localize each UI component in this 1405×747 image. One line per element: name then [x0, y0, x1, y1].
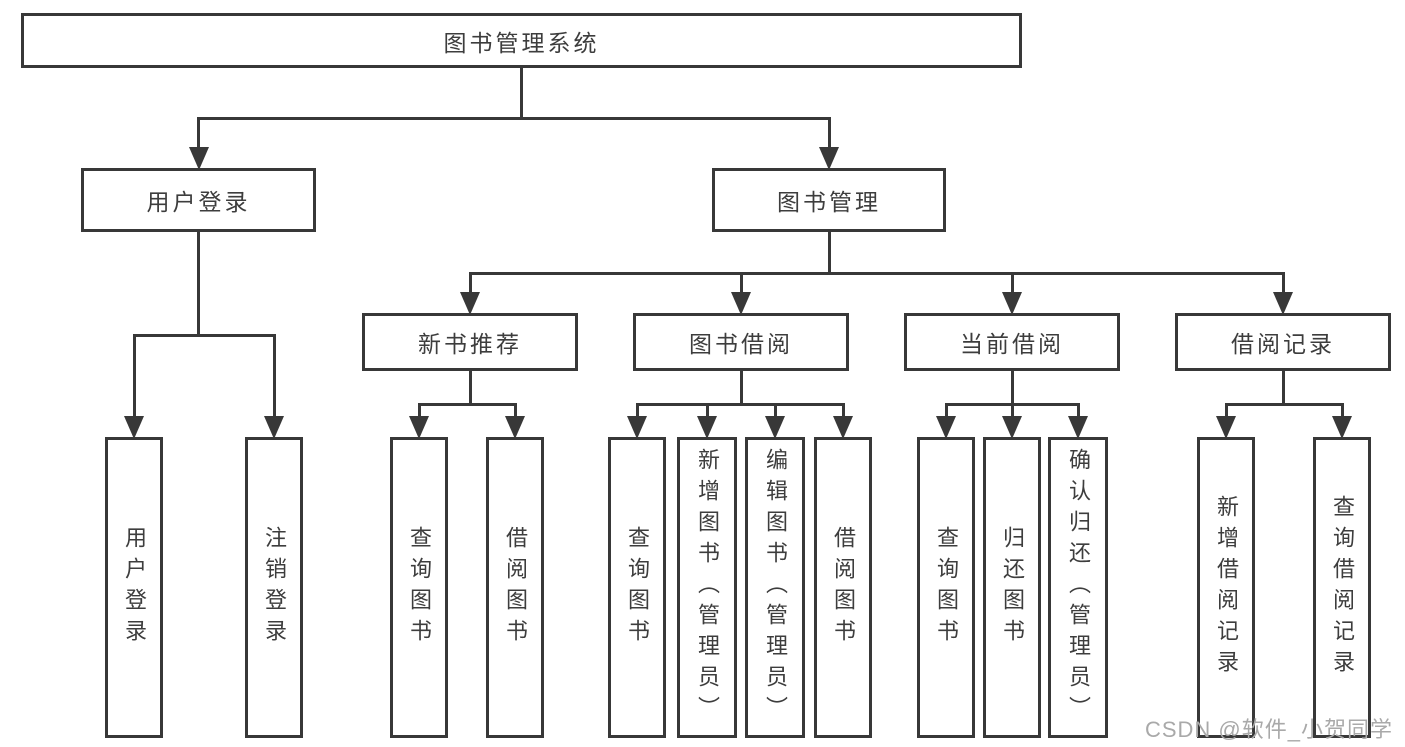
- node-nr-borrow: 借阅图书: [486, 437, 544, 738]
- arrowhead: [1068, 416, 1088, 439]
- node-cb-confirm: 确认归还（管理员）: [1048, 437, 1108, 738]
- node-label-br-add: 新增借阅记录: [1214, 494, 1239, 681]
- node-label-logout: 注销登录: [262, 525, 287, 650]
- arrowhead: [505, 416, 525, 439]
- node-label-book-borrow: 图书借阅: [689, 331, 793, 357]
- node-label-book-mgmt: 图书管理: [777, 189, 881, 215]
- node-label-nr-query: 查询图书: [407, 525, 432, 650]
- node-label-cb-confirm: 确认归还（管理员）: [1066, 448, 1091, 727]
- connector-line: [468, 371, 472, 404]
- node-label-login: 用户登录: [122, 525, 147, 650]
- connector-line: [739, 273, 743, 309]
- arrowhead: [409, 416, 429, 439]
- node-current-borrow: 当前借阅: [904, 313, 1120, 371]
- node-label-borrow-records: 借阅记录: [1231, 331, 1335, 357]
- node-label-bb-add: 新增图书（管理员）: [695, 448, 720, 727]
- connector-line: [1281, 273, 1285, 309]
- arrowhead: [627, 416, 647, 439]
- node-login: 用户登录: [105, 437, 163, 738]
- node-label-nr-borrow: 借阅图书: [503, 525, 528, 650]
- connector-line: [1010, 371, 1014, 404]
- connector-line: [1281, 371, 1285, 404]
- node-label-user-login: 用户登录: [146, 189, 251, 215]
- connector-line: [417, 402, 517, 406]
- node-bb-query: 查询图书: [608, 437, 666, 738]
- connector-line: [827, 118, 831, 164]
- arrowhead: [188, 147, 209, 170]
- node-bb-edit: 编辑图书（管理员）: [745, 437, 805, 738]
- connector-line: [197, 232, 200, 335]
- node-label-current-borrow: 当前借阅: [960, 331, 1064, 357]
- arrowhead: [1216, 416, 1236, 439]
- connector-line: [197, 116, 831, 120]
- arrowhead: [124, 416, 144, 439]
- node-label-cb-return: 归还图书: [1000, 525, 1025, 650]
- node-logout: 注销登录: [245, 437, 303, 738]
- node-book-borrow: 图书借阅: [633, 313, 849, 371]
- connector-line: [132, 333, 276, 337]
- node-root: 图书管理系统: [21, 13, 1022, 68]
- node-label-root: 图书管理系统: [443, 29, 600, 56]
- arrowhead: [1332, 416, 1352, 439]
- node-label-bb-borrow: 借阅图书: [831, 525, 856, 650]
- connector-line: [520, 68, 523, 118]
- connector-line: [1010, 273, 1014, 309]
- arrowhead: [819, 147, 839, 170]
- arrowhead: [697, 416, 717, 439]
- node-label-bb-query: 查询图书: [625, 525, 650, 650]
- node-br-query: 查询借阅记录: [1313, 437, 1371, 738]
- node-nr-query: 查询图书: [390, 437, 448, 738]
- node-bb-add: 新增图书（管理员）: [677, 437, 737, 738]
- arrowhead: [833, 416, 853, 439]
- connector-line: [739, 371, 743, 404]
- arrowhead: [460, 292, 480, 315]
- node-borrow-records: 借阅记录: [1175, 313, 1391, 371]
- arrowhead: [1002, 416, 1022, 439]
- node-new-rec: 新书推荐: [362, 313, 578, 371]
- node-bb-borrow: 借阅图书: [814, 437, 872, 738]
- node-br-add: 新增借阅记录: [1197, 437, 1255, 738]
- connector-line: [1224, 402, 1344, 406]
- node-cb-query: 查询图书: [917, 437, 975, 738]
- connector-line: [132, 335, 136, 433]
- arrowhead: [731, 292, 751, 315]
- watermark: CSDN @软件_小贺同学: [1144, 717, 1393, 742]
- node-user-login: 用户登录: [81, 168, 316, 232]
- node-cb-return: 归还图书: [983, 437, 1041, 738]
- connector-line: [468, 271, 1285, 275]
- arrowhead: [765, 416, 785, 439]
- connector-line: [468, 273, 472, 309]
- node-label-cb-query: 查询图书: [934, 525, 959, 650]
- connector-line: [272, 335, 276, 433]
- connector-line: [635, 402, 845, 406]
- node-book-mgmt: 图书管理: [712, 168, 946, 232]
- node-label-bb-edit: 编辑图书（管理员）: [763, 448, 788, 727]
- connector-line: [197, 118, 200, 164]
- arrowhead: [264, 416, 284, 439]
- arrowhead: [1273, 292, 1293, 315]
- node-label-new-rec: 新书推荐: [418, 331, 522, 357]
- arrowhead: [1002, 292, 1022, 315]
- node-label-br-query: 查询借阅记录: [1330, 494, 1355, 681]
- connector-line: [827, 232, 831, 273]
- arrowhead: [936, 416, 956, 439]
